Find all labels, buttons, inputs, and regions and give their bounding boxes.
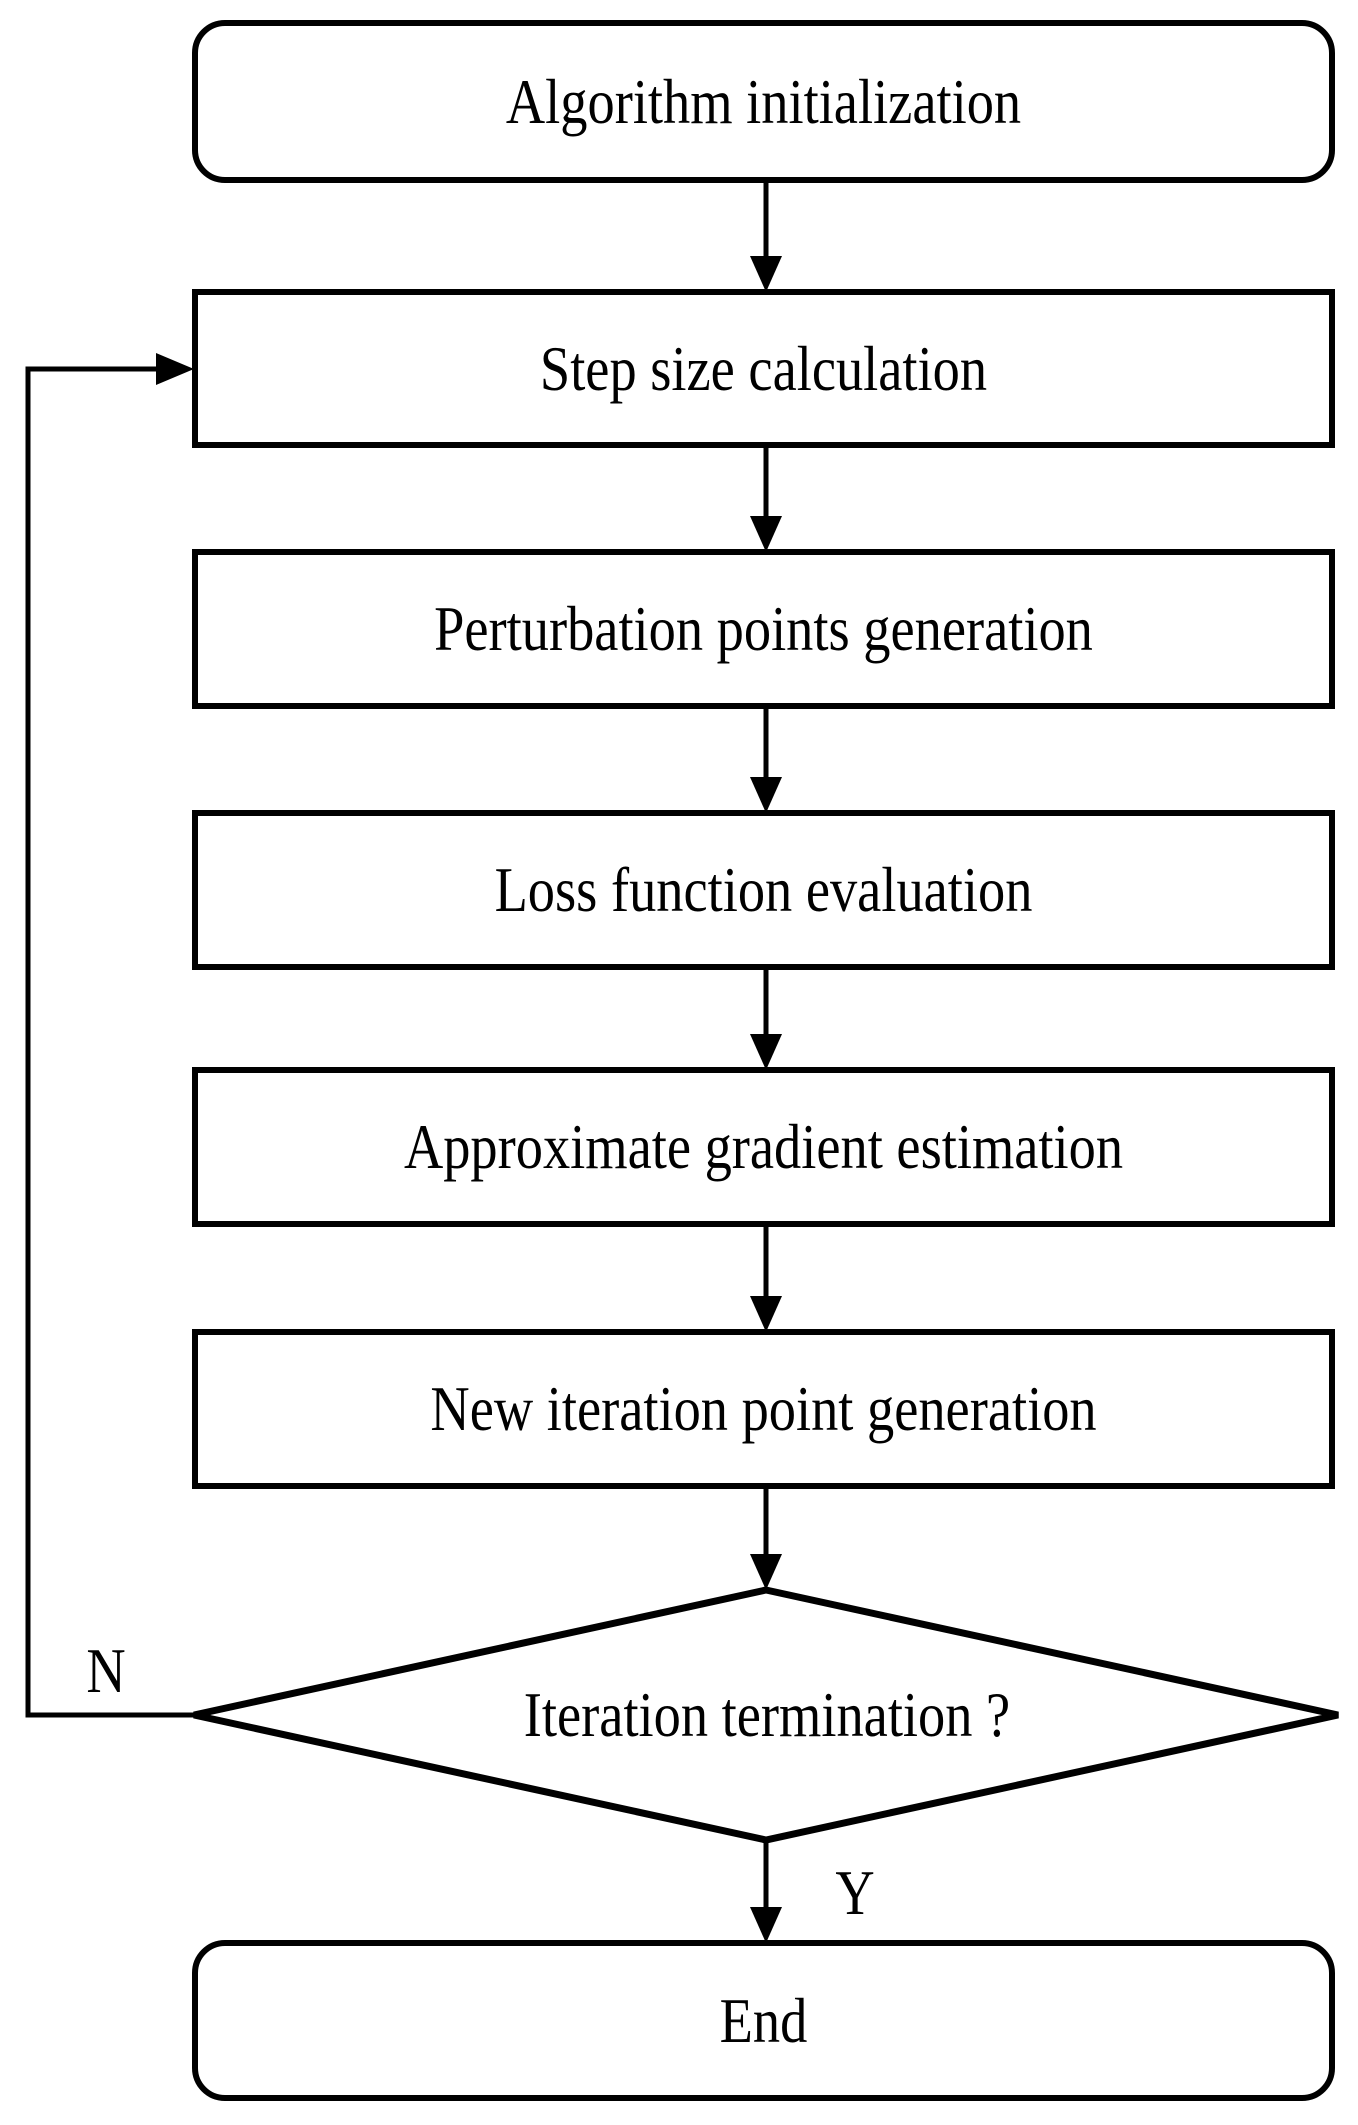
arrow-decision-yes-to-end [750,1840,782,1943]
terminator-shape-end [192,1940,1335,2101]
arrow-decision-no-feedback [25,353,194,1718]
arrowhead-down-icon [750,1034,782,1070]
arrow-init-to-stepsize [750,180,782,292]
arrow-loss-to-gradient [750,967,782,1070]
arrowhead-down-icon [750,1554,782,1590]
process-shape-approximate-gradient-estimation [192,1067,1335,1227]
process-shape-step-size-calculation [192,289,1335,448]
decision-shape-iteration-termination [193,1586,1339,1844]
arrowhead-down-icon [750,256,782,292]
terminator-shape-algorithm-initialization [192,20,1335,183]
arrowhead-right-icon [156,353,194,385]
arrow-perturbation-to-loss [750,706,782,813]
arrowhead-down-icon [750,516,782,552]
process-shape-perturbation-points-generation [192,549,1335,709]
arrowhead-down-icon [750,1907,782,1943]
arrowhead-down-icon [750,777,782,813]
arrowhead-down-icon [750,1296,782,1332]
process-shape-new-iteration-point-generation [192,1329,1335,1489]
process-shape-loss-function-evaluation [192,810,1335,970]
arrow-newpoint-to-decision [750,1486,782,1590]
arrow-gradient-to-newpoint [750,1224,782,1332]
arrow-stepsize-to-perturbation [750,445,782,552]
